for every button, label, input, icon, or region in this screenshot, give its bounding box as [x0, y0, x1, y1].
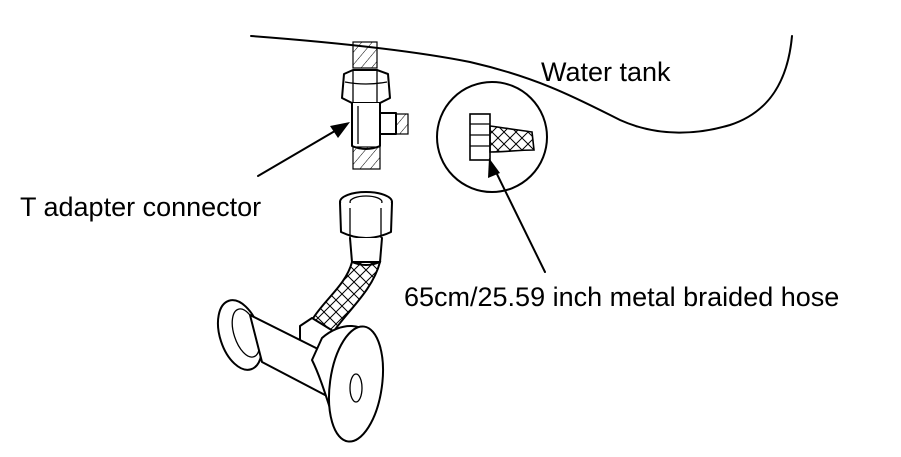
t-adapter-connector — [341, 69, 409, 170]
angle-valve — [216, 299, 384, 443]
braided-hose — [299, 191, 393, 351]
label-water-tank: Water tank — [541, 57, 671, 87]
water-tank — [250, 35, 793, 134]
tank-outline — [250, 35, 793, 134]
tank-stud — [352, 41, 378, 69]
label-t-adapter: T adapter connector — [20, 192, 261, 222]
arrow-t-adapter — [257, 122, 350, 177]
arrow-hose — [488, 158, 546, 273]
hose-detail-inset — [436, 81, 548, 193]
label-hose: 65cm/25.59 inch metal braided hose — [404, 282, 839, 312]
